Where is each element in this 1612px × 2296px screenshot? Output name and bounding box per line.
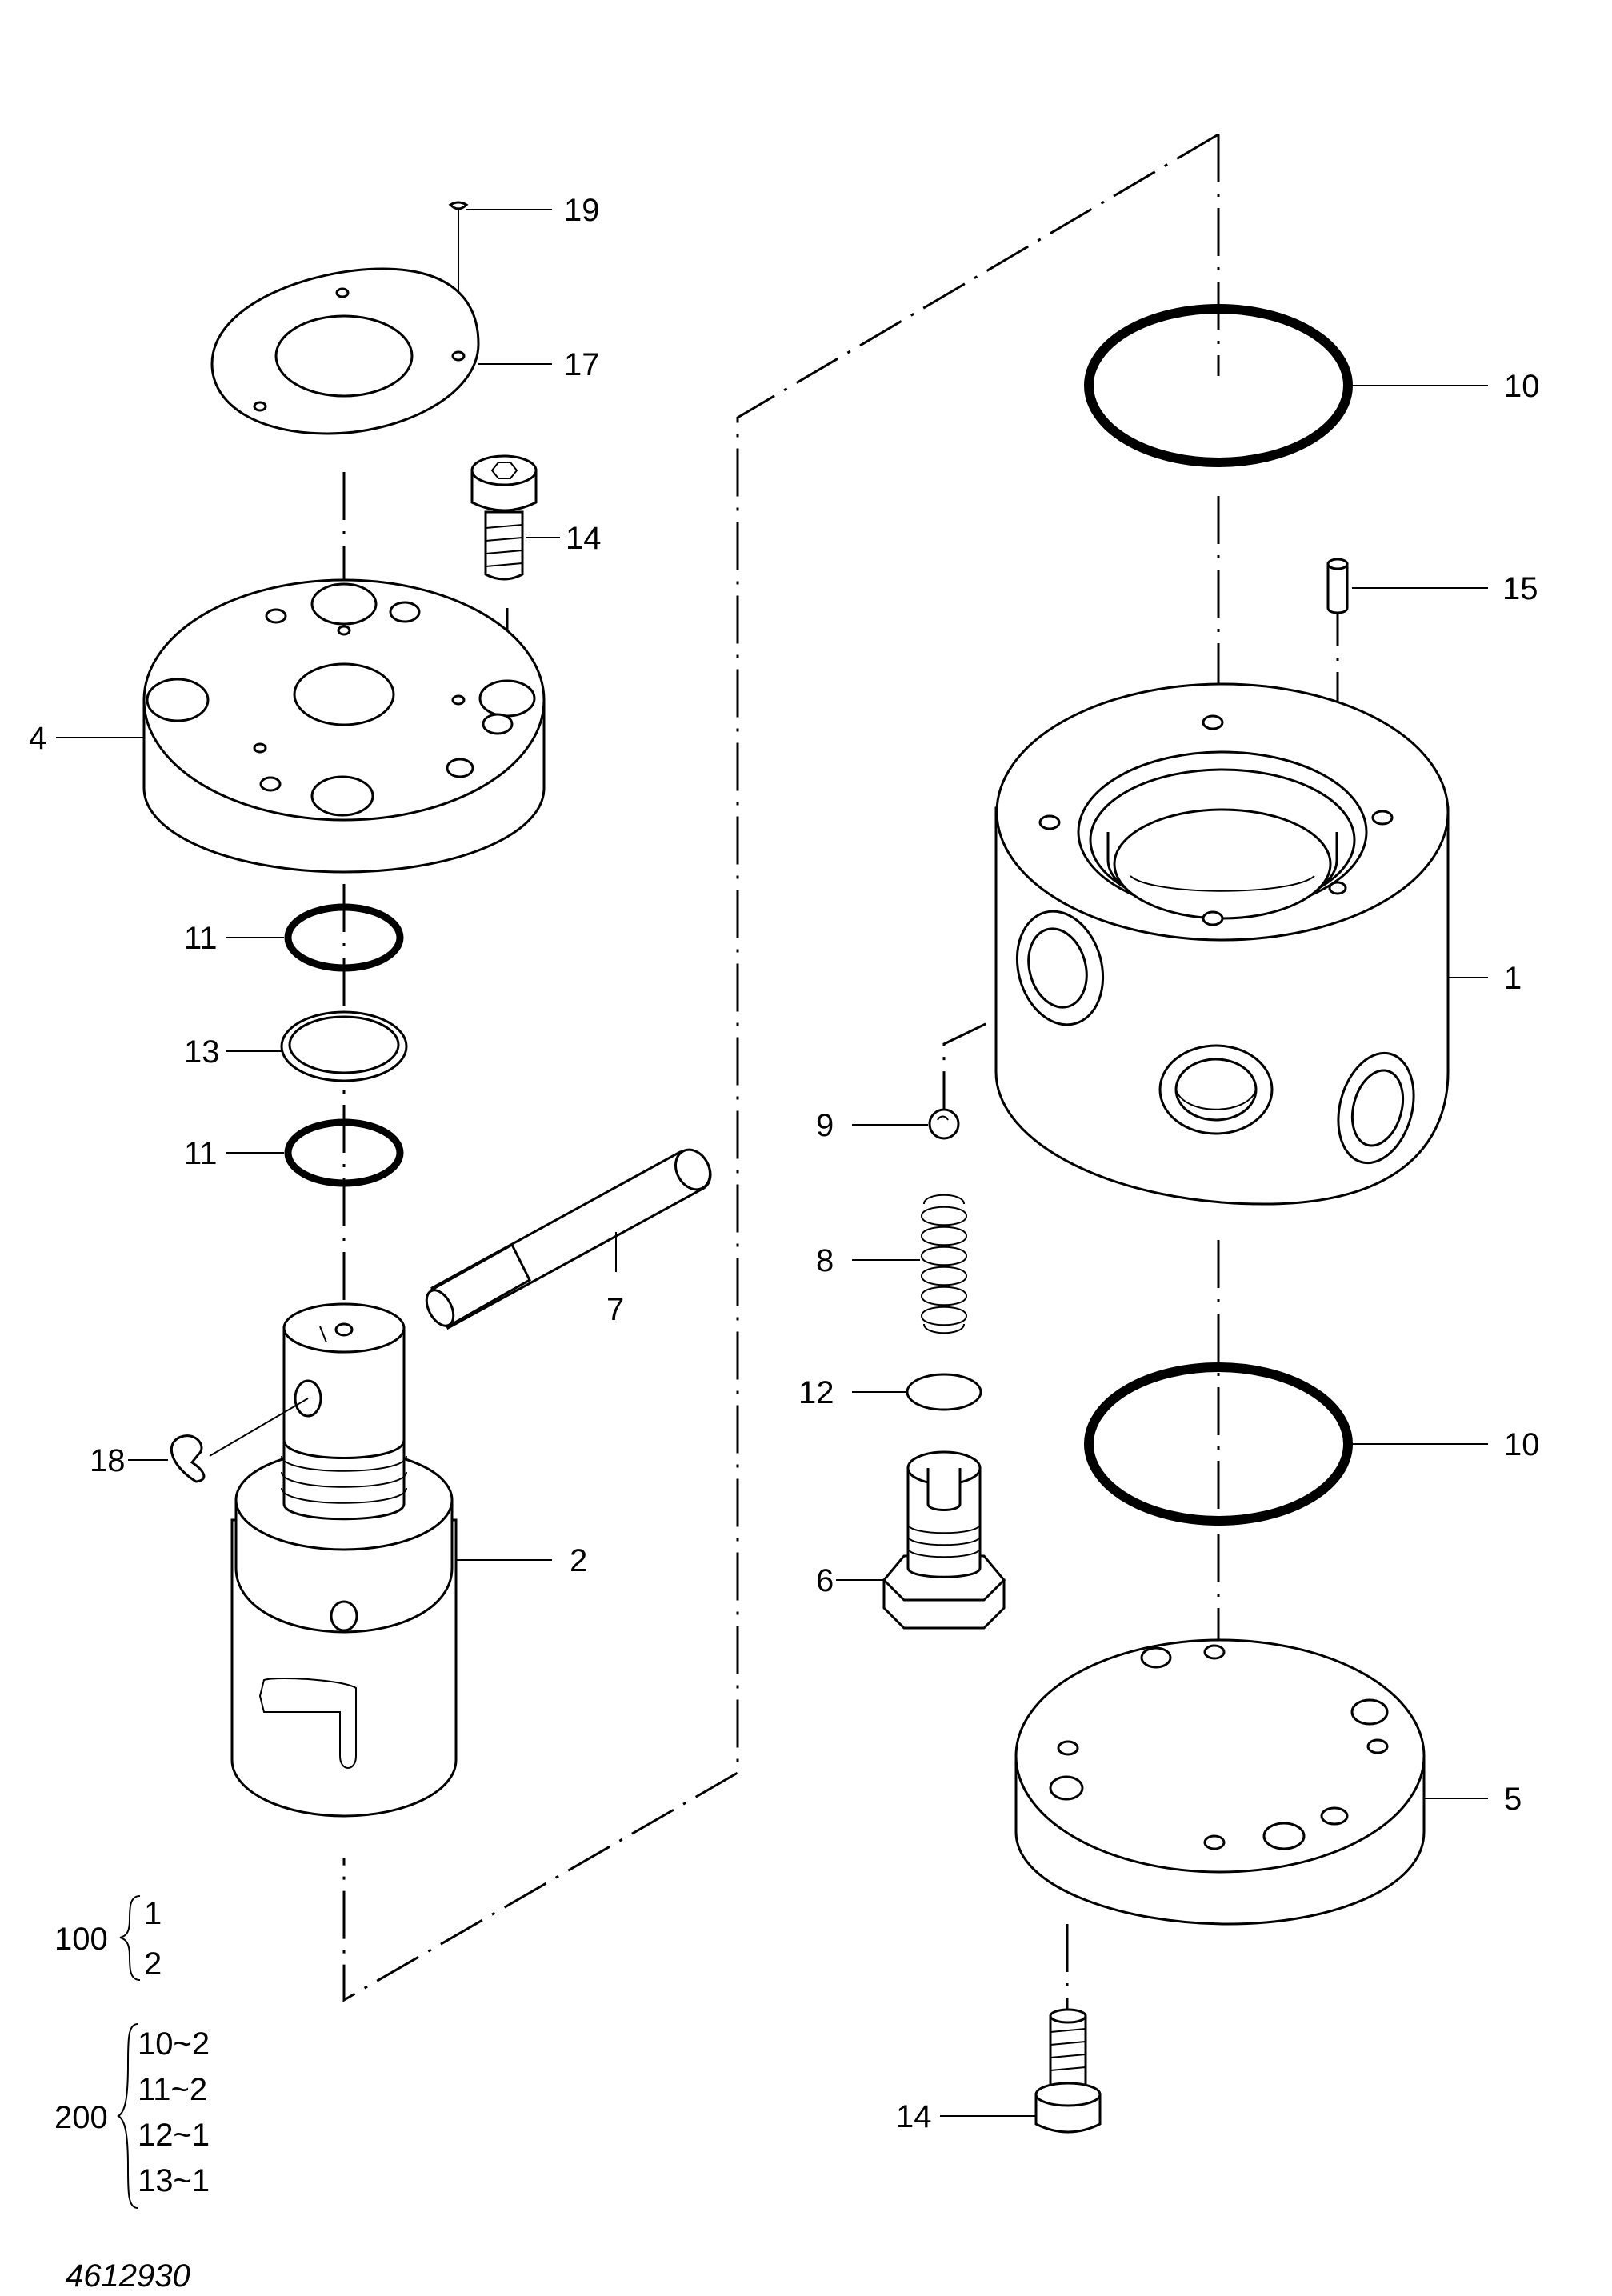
callout-13: 13 [184, 1034, 220, 1070]
part-10-o-ring-top [1084, 304, 1488, 467]
callout-1: 1 [1504, 961, 1522, 996]
callout-5: 5 [1504, 1782, 1522, 1817]
kit-100-number: 100 [54, 1922, 108, 1957]
part-10-o-ring-bottom [1084, 1362, 1488, 1526]
callout-12: 12 [798, 1375, 834, 1410]
callout-19: 19 [564, 193, 600, 228]
callout-18: 18 [90, 1443, 126, 1478]
callout-labels: 19 17 14 4 11 13 11 7 18 2 10 15 1 9 8 1… [29, 193, 1540, 2134]
callout-10-bottom: 10 [1504, 1427, 1540, 1462]
callout-15: 15 [1502, 571, 1538, 606]
kit-100-item: 1 [144, 1896, 162, 1931]
kit-200-item: 11~2 [138, 2072, 207, 2107]
callout-6: 6 [816, 1563, 834, 1598]
drawing-number: 4612930 [66, 2258, 190, 2294]
part-19-rivet [448, 201, 552, 210]
kit-200-item: 10~2 [138, 2026, 210, 2062]
kit-200-number: 200 [54, 2100, 108, 2135]
part-4-cover [56, 578, 546, 874]
part-14-cap-screw-top [470, 454, 560, 581]
part-18-snap-ring [128, 1398, 309, 1483]
callout-9: 9 [816, 1108, 834, 1143]
kit-200-item: 13~1 [138, 2163, 210, 2198]
callout-17: 17 [564, 347, 600, 382]
kit-200-item: 12~1 [138, 2118, 210, 2153]
part-17-plate [210, 267, 552, 435]
part-1-housing [994, 682, 1488, 1206]
kit-100-item: 2 [144, 1946, 162, 1982]
part-5-bottom-cover [1014, 1638, 1488, 1926]
part-12-o-ring [852, 1373, 982, 1411]
part-14-cap-screw-bottom [940, 2008, 1102, 2134]
callout-8: 8 [816, 1243, 834, 1278]
callout-10-top: 10 [1504, 369, 1540, 404]
part-13-backup-ring [226, 1010, 408, 1082]
part-11-o-ring-top [226, 903, 404, 972]
callout-2: 2 [570, 1543, 587, 1578]
part-6-plug [836, 1450, 1006, 1630]
kit-200: 200 10~2 11~2 12~1 13~1 [54, 2023, 210, 2209]
kit-100: 100 1 2 [54, 1895, 162, 1982]
callout-14-bottom: 14 [896, 2099, 932, 2134]
callout-14-top: 14 [566, 521, 602, 556]
callout-11-top: 11 [184, 921, 218, 956]
callout-7: 7 [606, 1292, 624, 1327]
callout-11-bottom: 11 [184, 1136, 218, 1171]
part-11-o-ring-bottom [226, 1118, 404, 1187]
part-2-valve-body [230, 1302, 552, 1818]
part-8-spring [852, 1194, 968, 1334]
part-9-ball [852, 1108, 960, 1140]
callout-4: 4 [29, 721, 46, 756]
part-7-shaft [425, 1148, 712, 1330]
part-15-dowel-pin [1326, 558, 1488, 614]
